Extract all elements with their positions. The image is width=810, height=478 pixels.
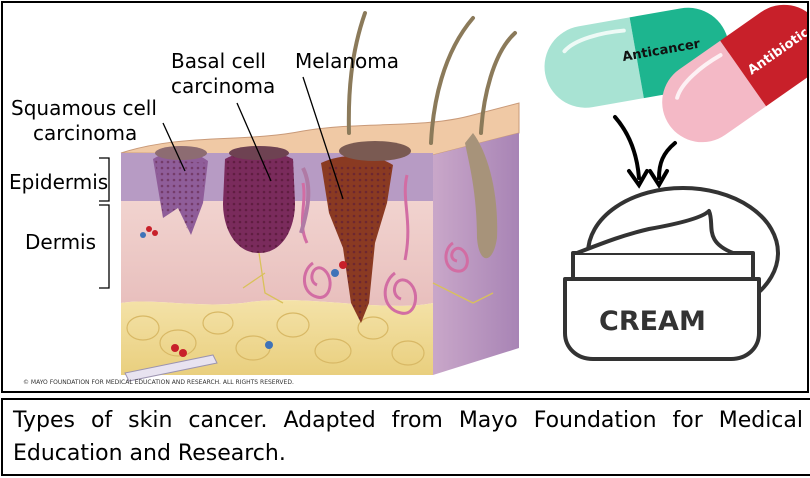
label-dermis: Dermis bbox=[25, 230, 96, 254]
label-epidermis: Epidermis bbox=[9, 170, 108, 194]
label-basal-line1: Basal cell bbox=[171, 49, 266, 73]
label-squamous-line2: carcinoma bbox=[33, 121, 137, 145]
pill-to-cream-arrows bbox=[613, 115, 677, 189]
figure-illustration: Basal cell carcinoma Melanoma Squamous c… bbox=[9, 4, 810, 386]
skin-side-face bbox=[433, 133, 519, 375]
figure-frame: Basal cell carcinoma Melanoma Squamous c… bbox=[1, 1, 810, 393]
copyright-notice: © MAYO FOUNDATION FOR MEDICAL EDUCATION … bbox=[23, 379, 294, 386]
label-squamous-line1: Squamous cell bbox=[11, 96, 157, 120]
cream-jar bbox=[563, 186, 780, 361]
fat-layer bbox=[121, 300, 433, 375]
label-leader-lines bbox=[99, 76, 344, 289]
figure-caption: Types of skin cancer. Adapted from Mayo … bbox=[13, 408, 803, 466]
label-basal-line2: carcinoma bbox=[171, 74, 275, 98]
label-melanoma: Melanoma bbox=[295, 49, 399, 73]
cream-jar-label: CREAM bbox=[599, 306, 706, 337]
skin-cross-section bbox=[120, 11, 520, 382]
caption-box: Types of skin cancer. Adapted from Mayo … bbox=[1, 398, 810, 476]
antibiotic-pill: Antibiotic bbox=[662, 4, 810, 143]
